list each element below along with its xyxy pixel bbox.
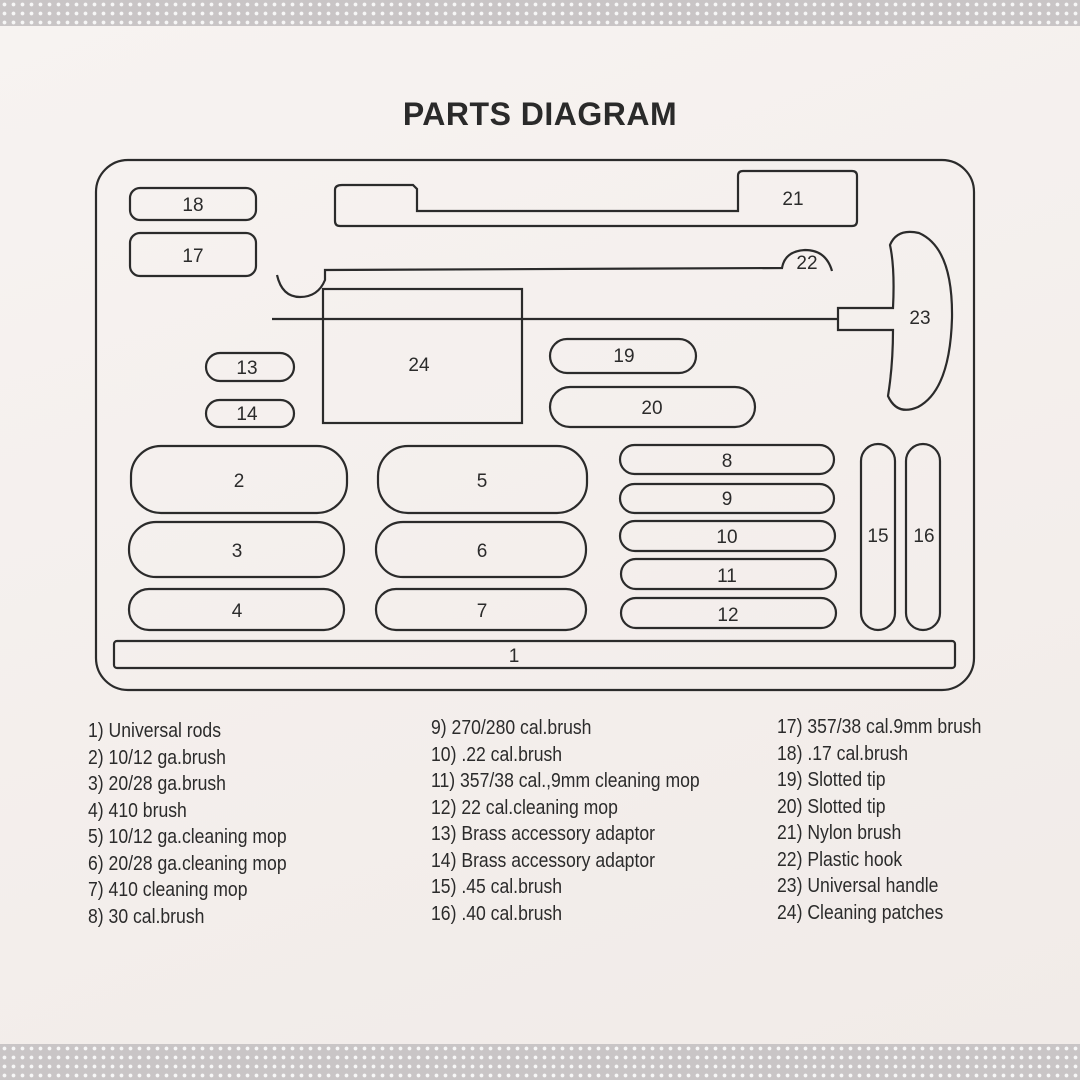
slot-11 [619, 557, 838, 591]
label-5: 5 [477, 471, 488, 492]
case-outline [94, 158, 976, 692]
label-6: 6 [477, 541, 488, 562]
legend-item-3: 3) 20/28 ga.brush [88, 773, 226, 795]
legend-item-22: 22) Plastic hook [777, 848, 903, 871]
legend-item-6: 6) 20/28 ga.cleaning mop [88, 852, 287, 875]
slot-13 [204, 351, 296, 383]
label-24: 24 [408, 355, 430, 376]
dotted-border-top [0, 0, 1080, 26]
label-22: 22 [796, 253, 817, 274]
legend-item-18: 18) .17 cal.brush [777, 742, 909, 765]
slot-3 [127, 520, 346, 579]
slot-10 [618, 519, 837, 553]
slot-19 [548, 337, 698, 375]
slot-14 [204, 398, 296, 429]
label-3: 3 [232, 541, 243, 562]
slot-4 [127, 587, 346, 632]
legend-item-21: 21) Nylon brush [777, 822, 902, 844]
label-21: 21 [782, 189, 803, 210]
slot-17 [128, 231, 258, 278]
legend-item-23: 23) Universal handle [777, 875, 939, 897]
slot-20 [548, 385, 757, 429]
slot-12 [619, 596, 838, 630]
legend-item-17: 17) 357/38 cal.9mm brush [777, 716, 982, 738]
slot-18 [128, 186, 258, 222]
slot-15 [859, 442, 897, 632]
label-13: 13 [236, 358, 257, 379]
legend-item-8: 8) 30 cal.brush [88, 905, 205, 928]
label-7: 7 [477, 601, 488, 622]
label-23: 23 [909, 308, 930, 329]
label-19: 19 [613, 346, 634, 367]
slot-2 [129, 444, 349, 515]
label-14: 14 [236, 404, 258, 425]
label-9: 9 [722, 489, 733, 510]
label-10: 10 [716, 527, 737, 548]
legend-item-16: 16) .40 cal.brush [431, 902, 563, 925]
slot-21 [333, 169, 859, 228]
legend-item-20: 20) Slotted tip [777, 795, 886, 818]
sheet [0, 26, 1080, 1044]
label-4: 4 [232, 601, 243, 622]
label-20: 20 [641, 398, 662, 419]
label-11: 11 [717, 566, 737, 587]
slot-7 [374, 587, 588, 632]
slot-9 [618, 482, 836, 515]
label-18: 18 [182, 195, 203, 216]
legend-column-3: 17) 357/38 cal.9mm brush 18) .17 cal.bru… [777, 714, 1009, 926]
dotted-border-bottom [0, 1044, 1080, 1080]
legend-item-12: 12) 22 cal.cleaning mop [431, 796, 618, 819]
label-1: 1 [509, 646, 520, 667]
label-2: 2 [234, 471, 245, 492]
legend-item-19: 19) Slotted tip [777, 769, 886, 791]
label-15: 15 [867, 526, 888, 547]
label-8: 8 [722, 451, 733, 472]
legend-item-13: 13) Brass accessory adaptor [431, 823, 656, 845]
page-title: PARTS DIAGRAM [402, 96, 678, 132]
legend-item-1: 1) Universal rods [88, 720, 222, 742]
slot-24 [321, 287, 524, 425]
legend-item-5: 5) 10/12 ga.cleaning mop [88, 826, 287, 848]
legend-item-7: 7) 410 cleaning mop [88, 879, 248, 901]
legend-item-14: 14) Brass accessory adaptor [431, 849, 656, 872]
slot-23 [836, 230, 954, 411]
slot-22 [275, 248, 834, 299]
legend-column-2: 9) 270/280 cal.brush 10) .22 cal.brush 1… [431, 715, 736, 927]
slot-1 [112, 639, 957, 670]
legend-item-4: 4) 410 brush [88, 799, 187, 822]
slot-6 [374, 520, 588, 579]
legend-item-10: 10) .22 cal.brush [431, 743, 563, 766]
label-12: 12 [717, 605, 738, 626]
slot-5 [376, 444, 589, 515]
label-16: 16 [913, 526, 934, 547]
slot-16 [904, 442, 942, 632]
legend-item-11: 11) 357/38 cal.,9mm cleaning mop [431, 770, 700, 792]
legend-item-9: 9) 270/280 cal.brush [431, 717, 592, 739]
legend-item-2: 2) 10/12 ga.brush [88, 746, 226, 769]
legend-item-24: 24) Cleaning patches [777, 901, 944, 924]
label-17: 17 [182, 246, 203, 267]
legend-column-1: 1) Universal rods 2) 10/12 ga.brush 3) 2… [88, 718, 314, 930]
legend-item-15: 15) .45 cal.brush [431, 876, 563, 898]
slot-8 [618, 443, 836, 476]
